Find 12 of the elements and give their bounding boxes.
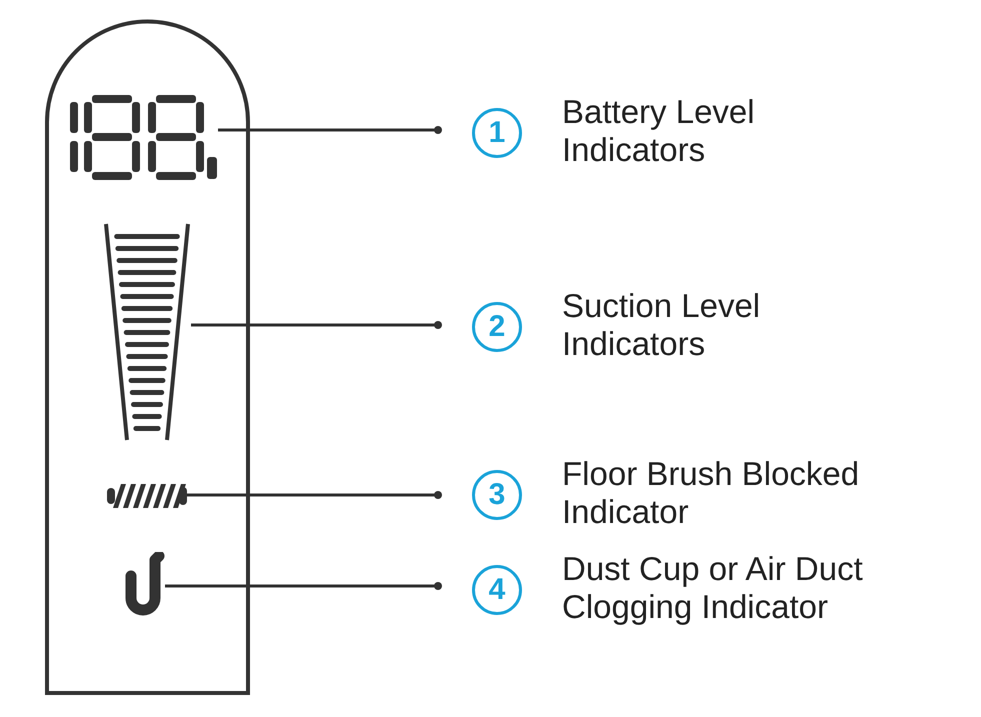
- callout-number: 2: [472, 302, 522, 352]
- indicator-label: Battery Level Indicators: [562, 93, 756, 169]
- indicator-label: Dust Cup or Air Duct Clogging Indicator: [562, 550, 864, 626]
- indicator-label: Floor Brush Blocked Indicator: [562, 455, 860, 531]
- callout-number: 4: [472, 565, 522, 615]
- leader-line: [165, 582, 442, 590]
- callout-number: 1: [472, 108, 522, 158]
- leader-line: [218, 126, 442, 134]
- leader-line: [187, 491, 442, 499]
- leader-line: [191, 321, 442, 329]
- callout-number: 3: [472, 470, 522, 520]
- indicator-label: Suction Level Indicators: [562, 287, 762, 363]
